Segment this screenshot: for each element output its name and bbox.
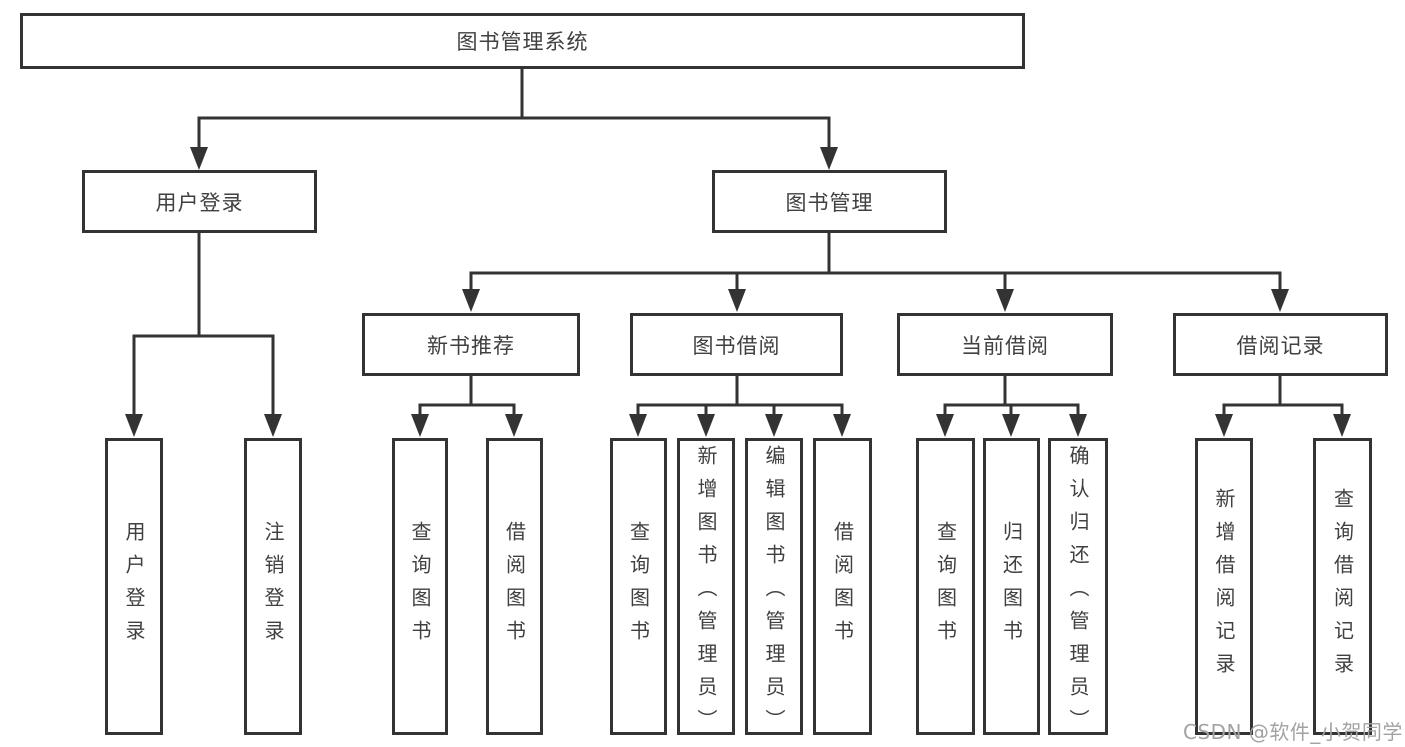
leaf-return-books-label: 归还图书	[999, 520, 1024, 653]
leaf-confirm-return-admin-label: 确认归还（管理员）	[1066, 445, 1090, 742]
leaf-confirm-return-admin: 确认归还（管理员）	[1048, 438, 1108, 742]
leaf-add-book-admin-label: 新增图书（管理员）	[694, 445, 718, 742]
leaf-edit-book-admin-label: 编辑图书（管理员）	[762, 445, 786, 742]
leaf-add-book-admin: 新增图书（管理员）	[677, 438, 735, 742]
leaf-query-borrow-record-label: 查询借阅记录	[1330, 487, 1355, 686]
leaf-borrow-books-borrowing: 借阅图书	[813, 438, 872, 735]
leaf-borrow-books-recommend: 借阅图书	[486, 438, 543, 735]
node-book-management: 图书管理	[712, 170, 947, 233]
leaf-add-borrow-record: 新增借阅记录	[1195, 438, 1253, 735]
csdn-watermark: CSDN @软件_小贺同学	[1183, 720, 1403, 744]
connector-root-to-level2	[190, 67, 838, 170]
leaf-borrow-books-recommend-label: 借阅图书	[502, 520, 527, 653]
leaf-query-books-current-label: 查询图书	[933, 520, 958, 653]
node-user-login-group: 用户登录	[82, 170, 317, 233]
leaf-user-login-label: 用户登录	[122, 520, 146, 653]
leaf-return-books: 归还图书	[983, 438, 1040, 735]
leaf-query-books-borrowing: 查询图书	[610, 438, 667, 735]
leaf-query-books-recommend-label: 查询图书	[408, 520, 432, 653]
connector-book-borrowing-branch	[629, 374, 851, 437]
node-current-borrowing: 当前借阅	[897, 313, 1113, 376]
leaf-add-borrow-record-label: 新增借阅记录	[1212, 487, 1236, 686]
leaf-user-login: 用户登录	[105, 438, 163, 735]
connector-borrow-records-branch	[1215, 374, 1351, 437]
leaf-query-books-recommend: 查询图书	[392, 438, 448, 735]
node-borrow-records: 借阅记录	[1173, 313, 1388, 376]
connector-user-login-branch	[125, 231, 282, 437]
connector-new-book-recommend-branch	[411, 374, 523, 437]
leaf-query-books-borrowing-label: 查询图书	[626, 520, 651, 653]
leaf-query-books-current: 查询图书	[916, 438, 975, 735]
leaf-logout-label: 注销登录	[261, 520, 285, 653]
node-new-book-recommend: 新书推荐	[362, 313, 580, 376]
leaf-query-borrow-record: 查询借阅记录	[1313, 438, 1372, 735]
node-root-system: 图书管理系统	[20, 13, 1025, 69]
leaf-edit-book-admin: 编辑图书（管理员）	[745, 438, 803, 742]
leaf-borrow-books-borrowing-label: 借阅图书	[830, 520, 855, 653]
node-book-borrowing: 图书借阅	[630, 313, 843, 376]
connector-current-borrowing-branch	[936, 374, 1087, 437]
connector-book-management-branch	[462, 231, 1289, 312]
leaf-logout: 注销登录	[244, 438, 302, 735]
